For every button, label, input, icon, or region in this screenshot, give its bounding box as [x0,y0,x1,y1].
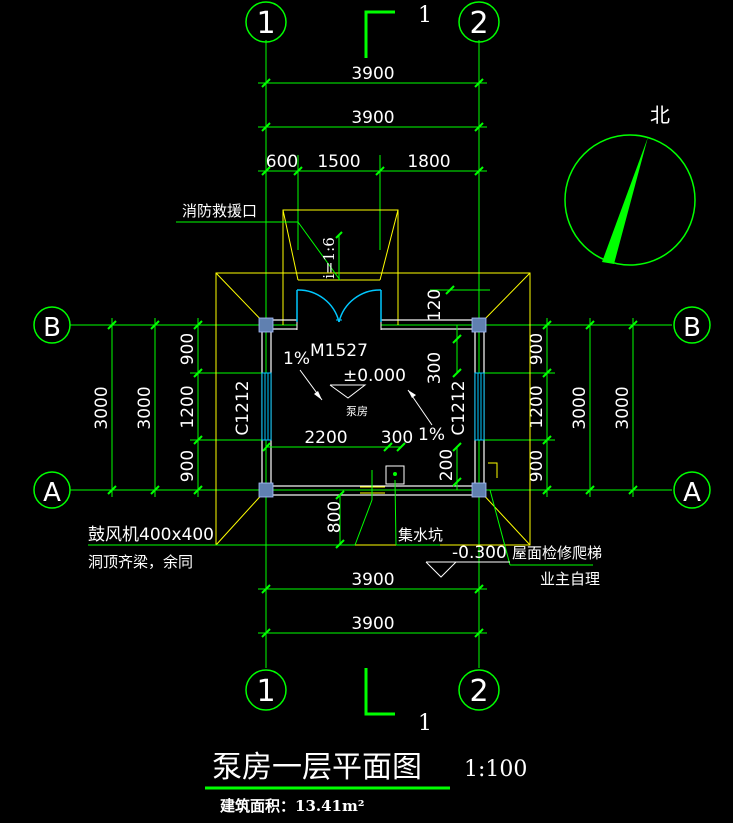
dim-left-outer: 3000 [92,386,112,429]
north-arrow: 北 [564,103,696,266]
axis-label-2-top: 2 [469,6,488,41]
dim-bottom-total-1: 3900 [351,570,394,590]
section-mark-bottom: 1 [364,668,432,736]
label-fan: 鼓风机400x400 [88,525,214,545]
dim-bottom [258,584,487,638]
label-roof-ladder: 屋面检修爬梯 [512,544,602,562]
dim-right-mid: 3000 [570,386,590,429]
dim-left-seg-1: 900 [178,333,198,365]
label-sump: 集水坑 [398,526,443,544]
label-window-right: C1212 [449,380,469,435]
axis-bubble-1-top: 1 [245,1,287,43]
dim-right-outer: 3000 [613,386,633,429]
label-owner: 业主自理 [540,570,600,588]
door-M1527 [296,289,382,330]
dim-inner-120: 120 [425,289,445,321]
section-mark-top: 1 [364,3,432,58]
title-block: 泵房一层平面图 1:100 建筑面积：13.41m² [205,750,527,815]
dim-inner-200: 200 [437,449,457,481]
label-room: 泵房 [346,405,368,418]
axis-label-A-left: A [43,478,61,508]
drawing-title: 泵房一层平面图 [212,750,422,785]
window-left [261,372,272,441]
axis-bubble-1-bottom: 1 [245,669,287,711]
dim-left [107,318,266,497]
axis-label-B-right: B [683,313,701,343]
dim-top-total-2: 3900 [351,108,394,128]
columns [258,317,487,498]
label-slope-2: 1% [418,425,445,445]
label-elev-minus: -0.300 [452,543,507,563]
drawing-scale: 1:100 [464,757,527,782]
label-fan-note: 洞顶齐梁，余同 [88,553,193,571]
dim-inner-2200: 2200 [304,428,347,448]
dim-bottom-total-2: 3900 [351,614,394,634]
section-mark-bottom-label: 1 [418,711,432,736]
axis-label-B-left: B [43,313,61,343]
label-fire-rescue: 消防救援口 [182,202,257,220]
axis-label-1-top: 1 [256,6,275,41]
dim-top [258,78,487,250]
axis-bubble-A-left: A [33,471,71,509]
dim-inner-800: 800 [325,501,345,533]
dim-top-seg-2: 1500 [317,152,360,172]
axis-label-A-right: A [683,478,701,508]
axis-bubble-2-bottom: 2 [458,669,500,711]
axis-label-1-bottom: 1 [256,674,275,709]
interior-dims [88,221,593,578]
dim-inner-300: 300 [381,428,413,448]
axis-bubble-A-right: A [673,471,711,509]
axis-bubble-B-left: B [33,306,71,344]
dim-right-seg-3: 900 [527,450,547,482]
axis-bubble-B-right: B [673,306,711,344]
label-window-left: C1212 [233,380,253,435]
dim-top-total-1: 3900 [351,64,394,84]
dim-left-seg-2: 1200 [178,385,198,428]
building-area: 建筑面积：13.41m² [220,797,364,815]
dim-left-mid: 3000 [135,386,155,429]
axis-bubble-2-top: 2 [458,1,500,43]
dim-right-seg-2: 1200 [527,385,547,428]
label-slope-1: 1% [283,349,310,369]
dim-left-seg-3: 900 [178,450,198,482]
label-slope: i=1:6 [320,237,338,279]
section-mark-top-label: 1 [418,3,432,28]
dim-right [479,318,638,497]
north-label: 北 [650,103,670,127]
window-right [474,372,485,441]
dim-right-seg-1: 900 [527,333,547,365]
dim-inner-300-v: 300 [425,352,445,384]
label-door-m1527: M1527 [310,341,368,361]
label-elevation: ±0.000 [343,366,406,386]
axis-label-2-bottom: 2 [469,674,488,709]
dim-top-seg-3: 1800 [407,152,450,172]
dim-top-seg-1: 600 [266,152,298,172]
